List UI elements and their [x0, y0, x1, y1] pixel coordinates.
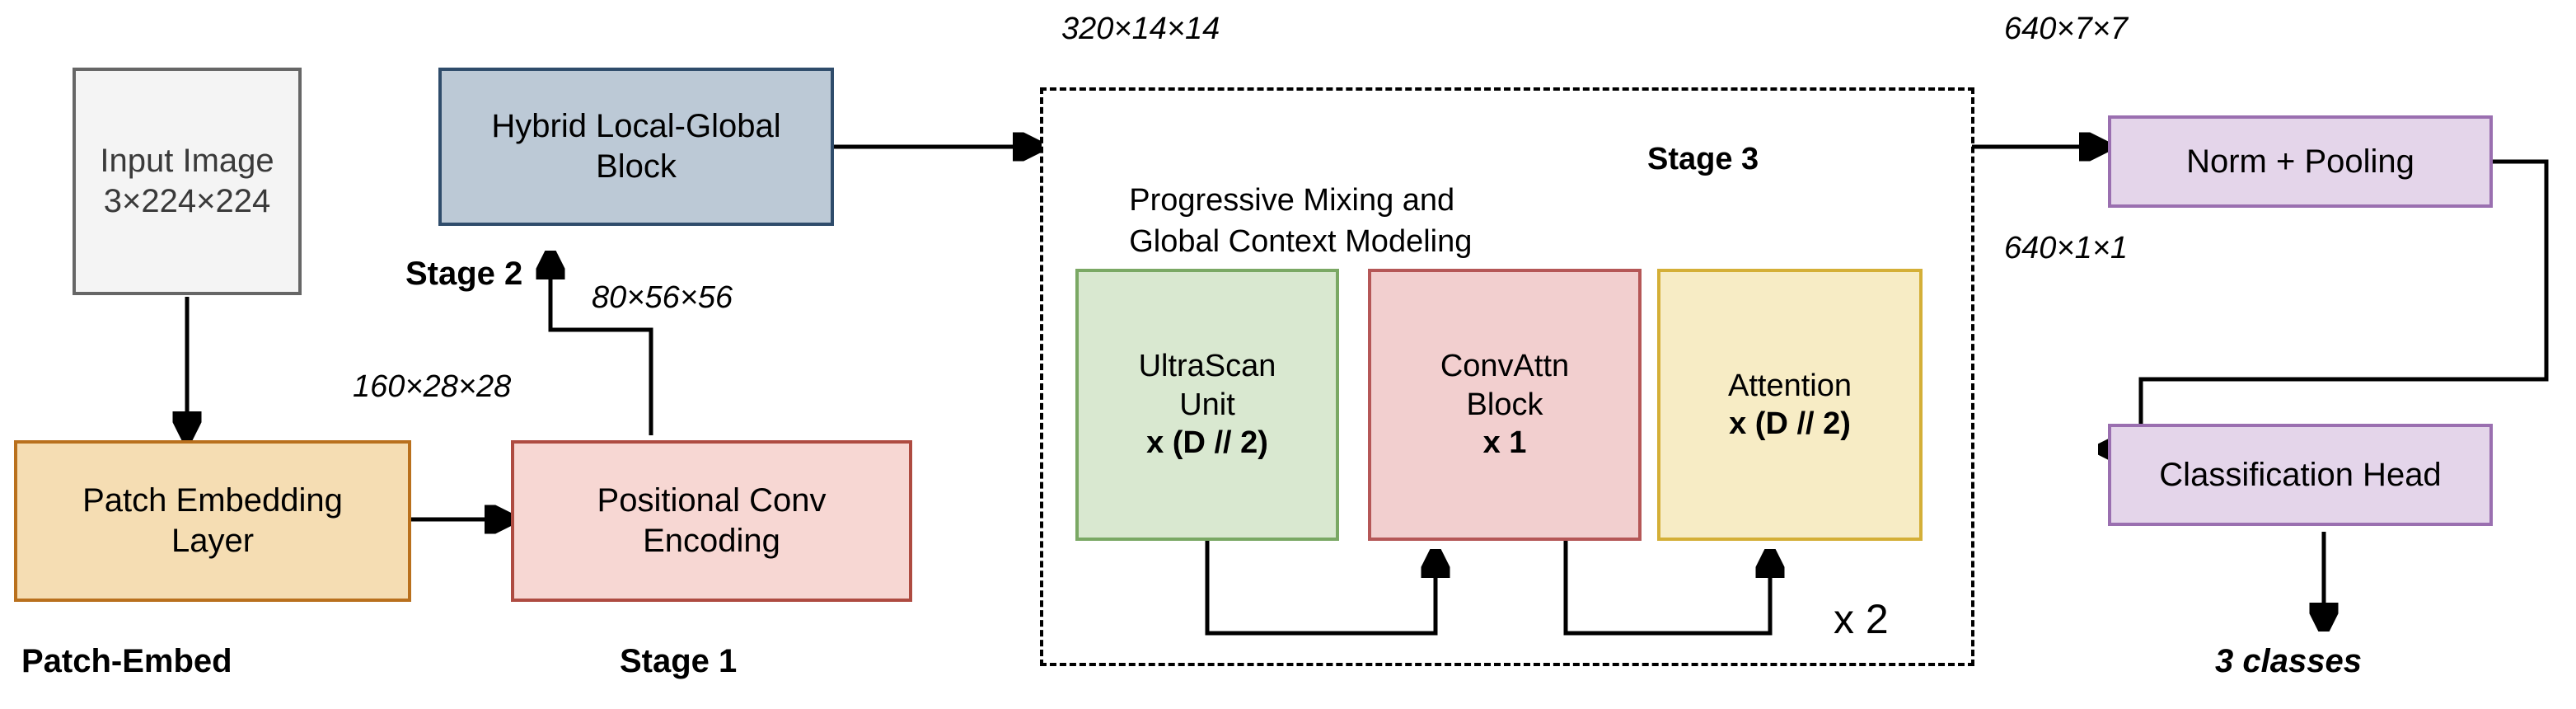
ultrascan-repeat: x (D // 2) — [1146, 425, 1268, 461]
convattn-line1: ConvAttn — [1440, 349, 1570, 384]
stage3-group-caption: Progressive Mixing and Global Context Mo… — [1094, 140, 1472, 303]
attention-line1: Attention — [1728, 368, 1852, 403]
attention-text: Attention x (D // 2) — [1728, 367, 1852, 444]
input-image-line2: 3×224×224 — [103, 183, 271, 219]
patch-embedding-line2: Layer — [171, 523, 255, 559]
caption-patch-embed: Patch-Embed — [21, 643, 232, 679]
input-image-text: Input Image 3×224×224 — [100, 141, 274, 222]
node-patch-embedding-layer[interactable]: Patch Embedding Layer — [14, 440, 411, 602]
convattn-text: ConvAttn Block x 1 — [1440, 347, 1569, 462]
stage3-group-container — [1040, 87, 1974, 666]
stage3-caption-line1: Progressive Mixing and — [1129, 183, 1455, 218]
norm-pooling-label: Norm + Pooling — [2186, 143, 2414, 180]
node-input-image[interactable]: Input Image 3×224×224 — [73, 68, 302, 295]
caption-stage1: Stage 1 — [620, 643, 738, 679]
node-norm-pooling[interactable]: Norm + Pooling — [2108, 115, 2493, 208]
attention-repeat: x (D // 2) — [1729, 406, 1851, 441]
node-positional-conv-encoding[interactable]: Positional Conv Encoding — [511, 440, 912, 602]
ultrascan-line1: UltraScan — [1138, 349, 1276, 384]
output-classes-label: 3 classes — [2215, 643, 2362, 679]
patch-embedding-text: Patch Embedding Layer — [82, 481, 343, 561]
node-attention-block[interactable]: Attention x (D // 2) — [1657, 269, 1923, 541]
node-hybrid-local-global-block[interactable]: Hybrid Local-Global Block — [438, 68, 834, 226]
positional-conv-line1: Positional Conv — [597, 482, 827, 519]
node-convattn-block[interactable]: ConvAttn Block x 1 — [1368, 269, 1642, 541]
node-ultrascan-unit[interactable]: UltraScan Unit x (D // 2) — [1075, 269, 1339, 541]
ultrascan-text: UltraScan Unit x (D // 2) — [1139, 347, 1276, 462]
positional-conv-line2: Encoding — [643, 523, 780, 559]
stage3-repeat-label: x 2 — [1834, 596, 1889, 642]
input-image-line1: Input Image — [100, 143, 274, 180]
tensor-label-after-patch-embed: 160×28×28 — [353, 369, 512, 404]
node-classification-head[interactable]: Classification Head — [2108, 424, 2493, 526]
caption-stage2: Stage 2 — [405, 256, 523, 292]
stage3-caption-line2: Global Context Modeling — [1129, 223, 1473, 259]
tensor-label-after-pooling: 640×1×1 — [2004, 231, 2129, 265]
convattn-line2: Block — [1466, 387, 1543, 422]
stage3-label: Stage 3 — [1647, 142, 1759, 176]
ultrascan-line2: Unit — [1179, 387, 1235, 422]
positional-conv-text: Positional Conv Encoding — [597, 481, 827, 561]
convattn-repeat: x 1 — [1482, 425, 1527, 461]
tensor-label-after-stage1: 80×56×56 — [592, 280, 733, 315]
patch-embedding-line1: Patch Embedding — [82, 482, 343, 519]
classification-head-label: Classification Head — [2159, 456, 2442, 493]
hybrid-block-text: Hybrid Local-Global Block — [491, 106, 780, 187]
hybrid-block-line2: Block — [596, 148, 677, 185]
tensor-label-after-stage3: 640×7×7 — [2004, 12, 2129, 46]
tensor-label-after-stage2: 320×14×14 — [1061, 12, 1220, 46]
hybrid-block-line1: Hybrid Local-Global — [491, 108, 781, 145]
